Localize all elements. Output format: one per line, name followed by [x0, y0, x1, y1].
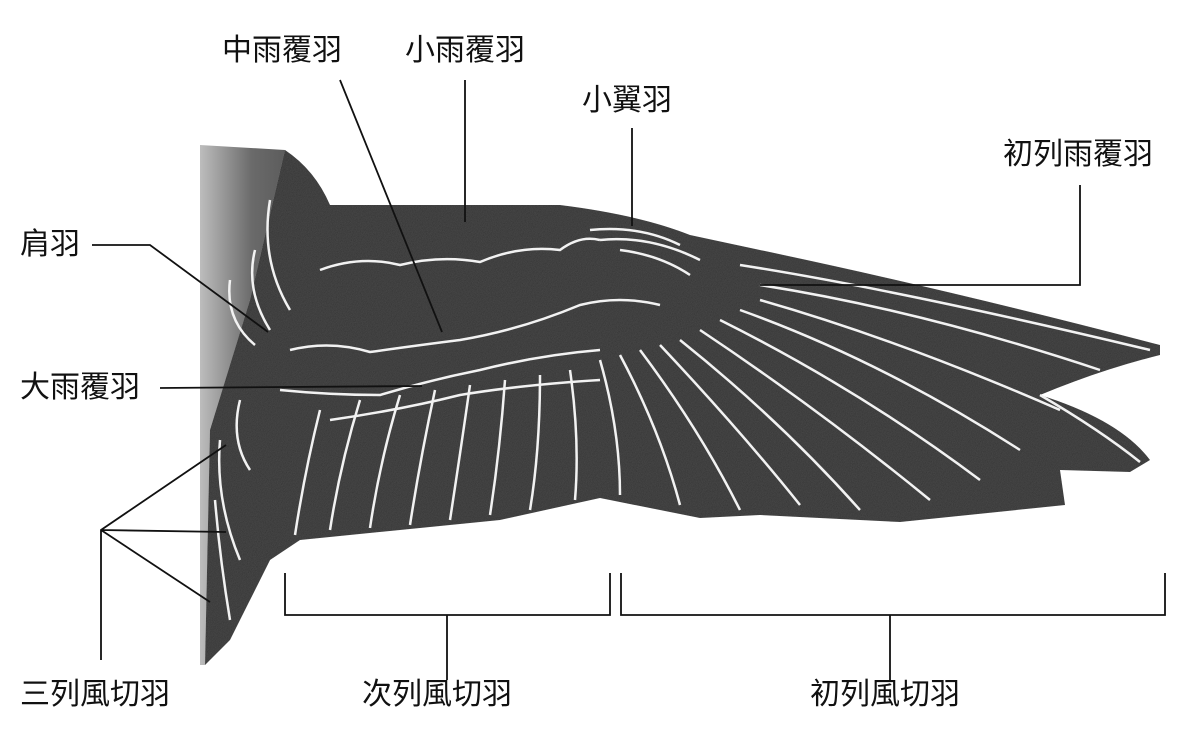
label-tertials: 三列風切羽: [20, 677, 170, 712]
scapulars-pointer: [92, 244, 269, 333]
wing-shape: [205, 150, 1160, 665]
label-scapulars: 肩羽: [20, 227, 80, 262]
leader-lines: [92, 79, 1166, 680]
label-primary-coverts: 初列雨覆羽: [1003, 137, 1153, 172]
secondaries-bracket: [284, 573, 611, 680]
greater-coverts-pointer: [159, 385, 423, 389]
primaries-bracket: [620, 573, 1166, 680]
label-alula: 小翼羽: [582, 83, 672, 118]
tertials-pointer: [100, 444, 227, 660]
label-greater-coverts: 大雨覆羽: [20, 370, 140, 405]
label-lesser-coverts: 小雨覆羽: [405, 33, 525, 68]
primary-coverts-pointer: [760, 185, 1081, 286]
median-coverts-pointer: [339, 79, 443, 333]
feather-lines: [213, 199, 1151, 621]
label-primaries: 初列風切羽: [810, 677, 960, 712]
label-secondaries: 次列風切羽: [362, 677, 512, 712]
label-median-coverts: 中雨覆羽: [222, 33, 342, 68]
